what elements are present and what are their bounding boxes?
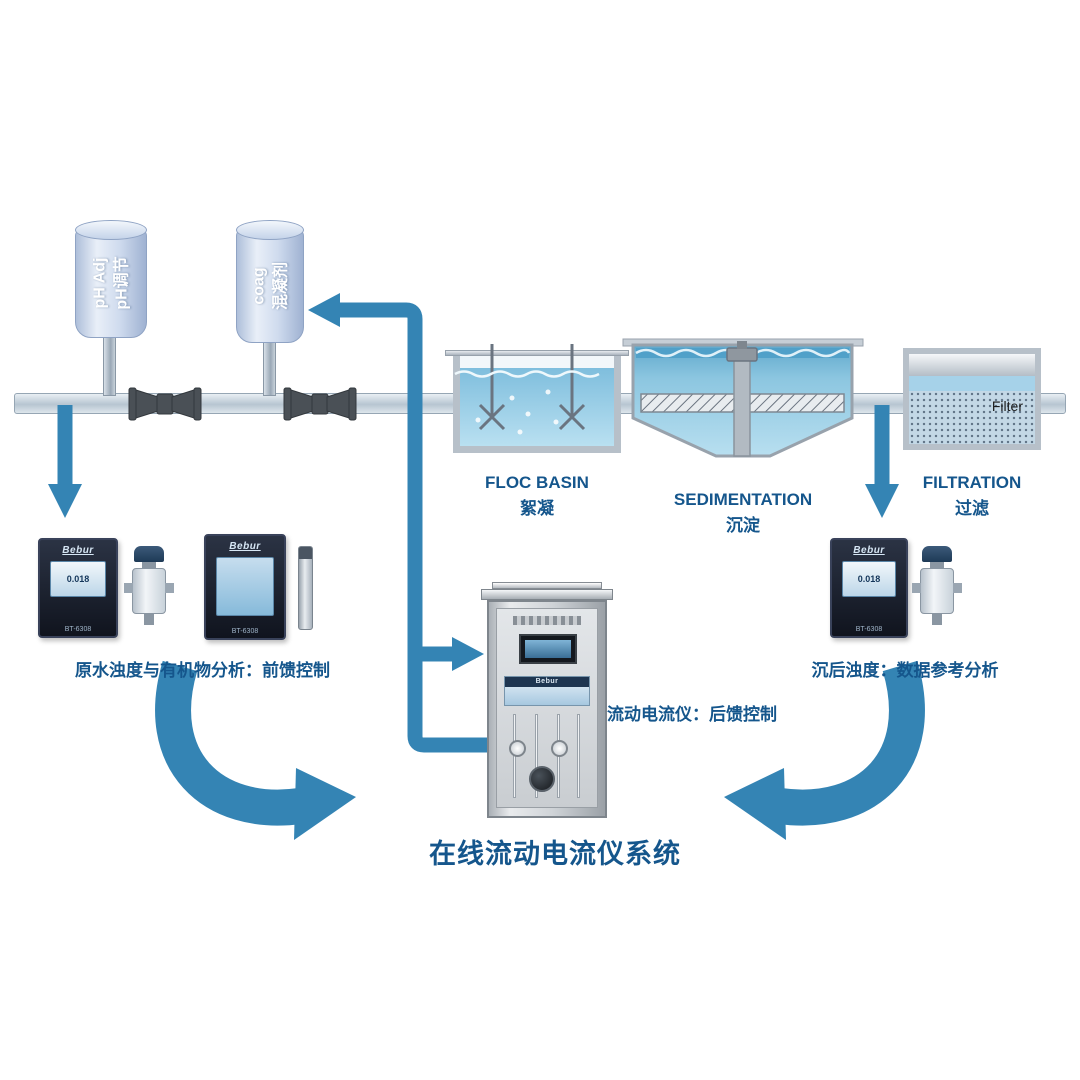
filtration-basin: Filter: [903, 348, 1041, 450]
analyzer-model-label: BT-6308: [855, 626, 883, 633]
down-arrow-to-right-analyzer: [865, 405, 899, 518]
filter-media-label: Filter: [991, 398, 1023, 414]
left-caption: 原水浊度与有机物分析：前馈控制: [75, 661, 330, 680]
left-organics-analyzer: Bebur BT-6308: [204, 534, 286, 640]
left-measurement-probe: [298, 546, 313, 630]
pipe-coupling-valve-1: [128, 387, 202, 421]
right-turbidity-sensor: [912, 546, 962, 625]
cabinet-tube: [577, 714, 580, 798]
analyzer-screen: 0.018: [841, 561, 897, 598]
floc-mixers: [478, 344, 586, 431]
cabinet-pump: [509, 740, 526, 757]
analyzer-brand-label: Bebur: [853, 545, 885, 556]
cabinet-crown: [481, 589, 613, 600]
sensor-neck: [930, 562, 944, 568]
analyzer-touchscreen: [216, 557, 274, 617]
coagulant-tank: coag 混凝剂: [236, 220, 304, 343]
arrow-into-analyzer-cabinet: [418, 637, 484, 671]
down-arrow-to-left-analyzers: [48, 405, 82, 518]
sensor-cap: [922, 546, 952, 562]
filtration-label: FILTRATION 过滤: [903, 470, 1041, 521]
cabinet-display-screen: [525, 640, 571, 658]
right-turbidity-analyzer: Bebur 0.018 BT-6308: [830, 538, 908, 638]
sensor-neck: [142, 562, 156, 568]
analyzer-model-label: BT-6308: [231, 628, 259, 635]
filter-media-bed: [909, 391, 1035, 444]
analyzer-reading: 0.018: [857, 574, 881, 585]
sensor-cap: [134, 546, 164, 562]
filtration-cover: [909, 354, 1035, 376]
filtration-label-zh: 过滤: [955, 498, 989, 518]
floc-basin-label-zh: 絮凝: [520, 498, 554, 518]
center-caption: 流动电流仪：后馈控制: [607, 705, 777, 724]
cabinet-vent: [513, 616, 581, 625]
floc-basin-water: [460, 368, 614, 446]
sedimentation-label: SEDIMENTATION 沉淀: [653, 487, 833, 538]
sedimentation-motor-cap: [737, 341, 747, 349]
cabinet-motor: [529, 766, 555, 792]
cabinet-top-ridge: [492, 582, 602, 589]
sedimentation-label-zh: 沉淀: [726, 515, 760, 535]
floc-basin-label-en: FLOC BASIN: [485, 473, 589, 492]
floc-basin-beam: [445, 350, 629, 356]
analyzer-brand-label: Bebur: [229, 541, 261, 552]
analyzer-model-label: BT-6308: [64, 626, 92, 633]
analyzer-screen: 0.018: [49, 561, 107, 598]
left-curved-control-arrow: [155, 660, 356, 840]
analyzer-reading: 0.018: [66, 574, 90, 585]
cabinet-tube: [535, 714, 538, 798]
left-turbidity-analyzer: Bebur 0.018 BT-6308: [38, 538, 118, 638]
sensor-body: [124, 568, 174, 614]
left-turbidity-sensor: [124, 546, 174, 625]
floc-bubbles: [475, 389, 559, 435]
pipe-coupling-valve-2: [283, 387, 357, 421]
right-caption: 沉后浊度：数据参考分析: [811, 661, 999, 680]
cabinet-controller-unit: Bebur: [504, 676, 590, 706]
cabinet-controller-brand: Bebur: [505, 677, 589, 687]
streaming-current-analyzer-cabinet: Bebur: [487, 600, 607, 818]
diagram-title: 在线流动电流仪系统: [429, 839, 681, 869]
sedimentation-basin: [622, 338, 864, 458]
sensor-tip: [932, 614, 942, 625]
analyzer-brand-label: Bebur: [62, 545, 94, 556]
sensor-body: [912, 568, 962, 614]
sedimentation-label-en: SEDIMENTATION: [673, 490, 813, 509]
sensor-tip: [144, 614, 154, 625]
cabinet-pump: [551, 740, 568, 757]
coagulant-dosing-feedback-line: [308, 293, 488, 753]
ph-adjust-tank: pH Adj pH调节: [75, 220, 147, 338]
floc-water-wave: [454, 370, 600, 378]
filtration-label-en: FILTRATION: [922, 473, 1022, 492]
floc-basin-label: FLOC BASIN 絮凝: [453, 470, 621, 521]
filtration-water: [909, 376, 1035, 391]
right-curved-control-arrow: [724, 660, 925, 840]
cabinet-display: [519, 634, 577, 664]
